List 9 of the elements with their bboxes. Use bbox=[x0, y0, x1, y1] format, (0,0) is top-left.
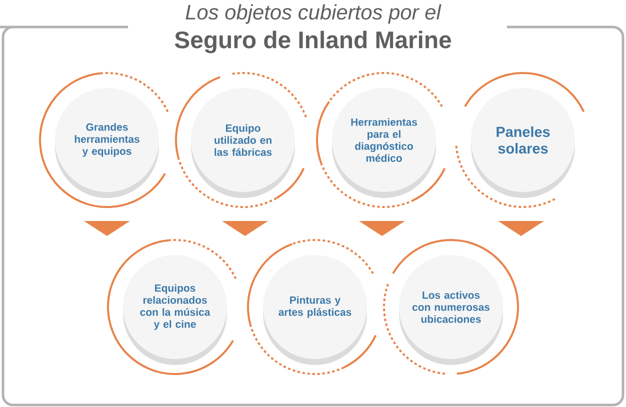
circle-badge: Grandes herramientas y equipos bbox=[55, 88, 159, 198]
circle-badge: Equipos relacionados con la música y el cine bbox=[123, 255, 227, 365]
title: Seguro de Inland Marine bbox=[174, 30, 452, 54]
circle-badge: Paneles solares bbox=[471, 88, 575, 198]
circle-badge: Herramientas para el diagnóstico médico bbox=[332, 88, 436, 198]
circle-badge: Pinturas y artes plásticas bbox=[263, 255, 367, 365]
circle-badge: Equipo utilizado en las fábricas bbox=[191, 88, 295, 198]
circle-badge: Los activos con numerosas ubicaciones bbox=[399, 255, 503, 365]
subtitle: Los objetos cubiertos por el bbox=[186, 4, 442, 24]
